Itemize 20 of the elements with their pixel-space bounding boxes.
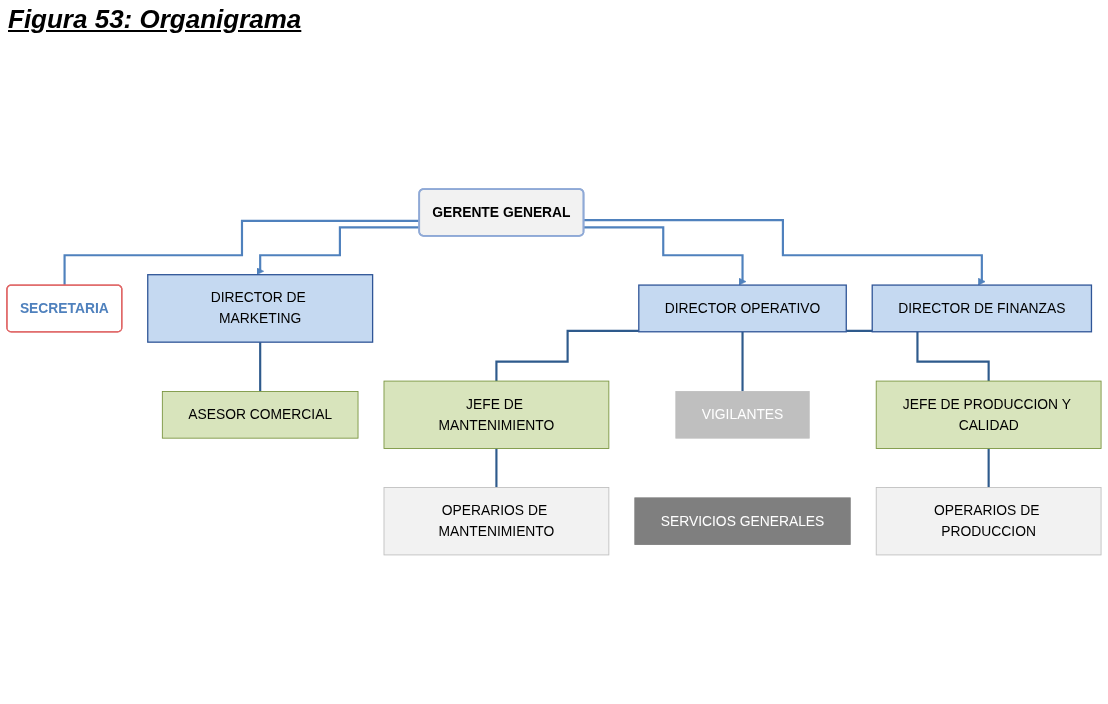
arrow — [256, 226, 420, 276]
connector — [259, 341, 262, 393]
connector — [495, 447, 498, 489]
node-box: DIRECTOR DE MARKETING — [147, 274, 374, 343]
arrow — [583, 226, 747, 286]
connector — [63, 219, 420, 287]
connector — [495, 329, 639, 383]
figure-title: Figura 53: Organigrama — [8, 4, 302, 35]
node-box: SERVICIOS GENERALES — [634, 497, 851, 545]
connector — [987, 447, 990, 489]
node-box: DIRECTOR OPERATIVO — [638, 284, 847, 333]
node-box: VIGILANTES — [675, 391, 810, 439]
node-box: OPERARIOS DE MANTENIMIENTO — [383, 487, 610, 556]
connector — [741, 330, 744, 393]
arrow — [583, 219, 986, 286]
node-box: ASESOR COMERCIAL — [161, 391, 359, 439]
node-box: JEFE DE MANTENIMIENTO — [383, 380, 610, 449]
node-box: DIRECTOR DE FINANZAS — [871, 284, 1093, 333]
node-box: OPERARIOS DE PRODUCCION — [875, 487, 1102, 556]
node-box: JEFE DE PRODUCCION Y CALIDAD — [875, 380, 1102, 449]
